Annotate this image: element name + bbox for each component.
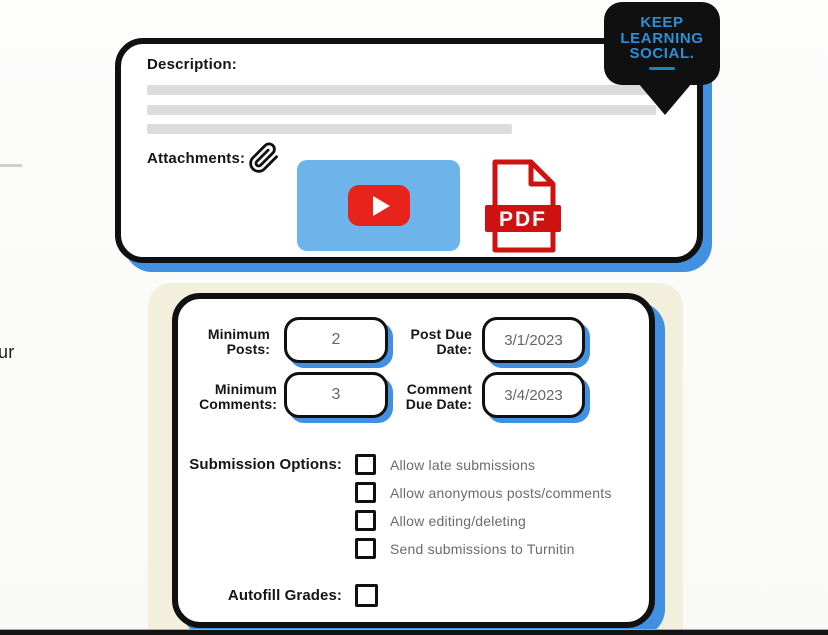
label-line: Due Date: — [405, 396, 472, 412]
submission-option-label: Send submissions to Turnitin — [390, 541, 575, 557]
submission-option-label: Allow editing/deleting — [390, 513, 526, 529]
pdf-attachment[interactable]: PDF — [483, 158, 563, 254]
play-triangle-icon — [372, 195, 390, 216]
allow-late-submissions-checkbox[interactable] — [355, 454, 376, 475]
submission-options-label: Submission Options: — [189, 456, 342, 473]
left-divider-line — [0, 164, 22, 167]
autofill-grades-label: Autofill Grades: — [227, 587, 342, 604]
description-label: Description: — [147, 56, 237, 73]
label-line: Date: — [436, 341, 472, 357]
minimum-comments-label: Minimum Comments: — [180, 382, 277, 412]
badge-text-line: SOCIAL. — [629, 45, 695, 62]
badge-tagline — [649, 66, 675, 70]
send-to-turnitin-checkbox[interactable] — [355, 538, 376, 559]
badge-text-line: KEEP — [640, 14, 684, 31]
minimum-posts-input[interactable]: 2 — [284, 317, 388, 363]
allow-editing-deleting-checkbox[interactable] — [355, 510, 376, 531]
description-placeholder-line — [147, 124, 512, 134]
description-card: Description: Attachments: PDF — [115, 38, 703, 263]
pdf-label: PDF — [499, 208, 547, 231]
paperclip-icon — [248, 142, 280, 174]
submission-option-label: Allow late submissions — [390, 457, 536, 473]
label-line: Post Due — [410, 326, 472, 342]
post-due-date-label: Post Due Date: — [382, 327, 472, 357]
description-placeholder-line — [147, 85, 656, 95]
post-due-date-input[interactable]: 3/1/2023 — [482, 317, 585, 363]
clipped-text-fragment: ur — [0, 342, 15, 362]
label-line: Minimum — [214, 381, 277, 397]
submission-option-label: Allow anonymous posts/comments — [390, 485, 612, 501]
settings-card: Minimum Posts: 2 Post Due Date: 3/1/2023… — [172, 293, 655, 628]
video-letterbox-bar — [0, 629, 828, 635]
speech-bubble-pointer — [638, 83, 692, 115]
label-line: Comments: — [199, 396, 277, 412]
badge-text-line: LEARNING — [620, 29, 704, 47]
pdf-dogear-icon — [528, 162, 553, 187]
label-line: Comment — [406, 381, 472, 397]
attachments-label: Attachments: — [147, 150, 246, 167]
label-line: Posts: — [226, 341, 270, 357]
pdf-banner — [485, 205, 561, 232]
label-line: Minimum — [207, 326, 270, 342]
youtube-play-icon — [347, 185, 410, 226]
autofill-grades-checkbox[interactable] — [355, 584, 378, 607]
comment-due-date-label: Comment Due Date: — [382, 382, 472, 412]
youtube-video-attachment[interactable] — [297, 160, 460, 251]
minimum-posts-label: Minimum Posts: — [180, 327, 270, 357]
keep-learning-social-badge: KEEP LEARNING SOCIAL. — [604, 2, 720, 115]
comment-due-date-input[interactable]: 3/4/2023 — [482, 372, 585, 418]
allow-anonymous-posts-checkbox[interactable] — [355, 482, 376, 503]
description-placeholder-line — [147, 105, 656, 115]
minimum-comments-input[interactable]: 3 — [284, 372, 388, 418]
